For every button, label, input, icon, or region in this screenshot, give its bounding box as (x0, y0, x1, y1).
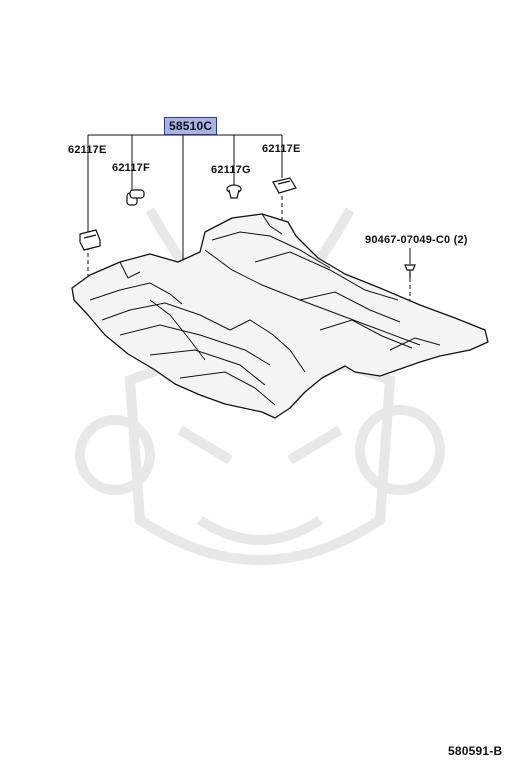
label-62117e-left[interactable]: 62117E (68, 144, 107, 156)
clip-62117e-left (79, 229, 101, 251)
leader-lines (87, 134, 411, 270)
clip-62117g (226, 184, 242, 199)
clip-62117e-right (272, 177, 297, 194)
label-62117g[interactable]: 62117G (211, 164, 251, 176)
label-58510c[interactable]: 58510C (164, 117, 218, 135)
carpet-details (89, 213, 441, 406)
floor-carpet (71, 213, 489, 419)
illustration-code: 580591-B (448, 744, 503, 758)
clip-62117f (126, 189, 145, 206)
label-62117e-right[interactable]: 62117E (262, 143, 301, 155)
label-62117f[interactable]: 62117F (112, 162, 150, 174)
screw-90467 (404, 264, 416, 278)
label-90467[interactable]: 90467-07049-C0 (2) (365, 234, 468, 246)
